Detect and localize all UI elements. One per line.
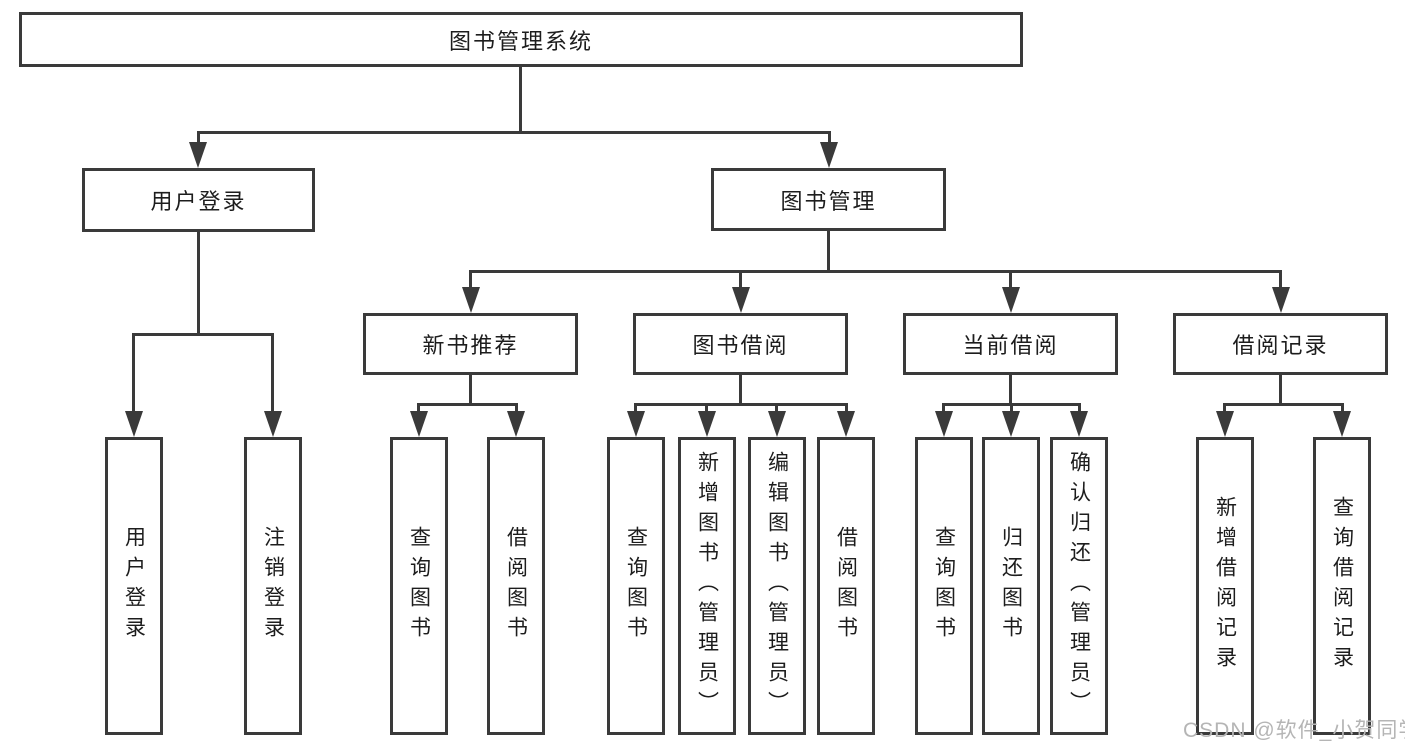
connector-line — [469, 270, 472, 289]
leaf-borrow-add-admin-label: 新增图书（管理员） — [695, 451, 719, 721]
connector-line — [828, 131, 831, 147]
leaf-borrow-book-label: 借阅图书 — [834, 526, 858, 646]
leaf-current-confirm-admin-label: 确认归还（管理员） — [1067, 451, 1091, 721]
connector-line — [705, 403, 708, 415]
connector-line — [197, 131, 200, 147]
arrow-down-icon — [1002, 411, 1020, 437]
node-book-management: 图书管理 — [711, 168, 946, 231]
connector-line — [1223, 403, 1226, 415]
connector-line — [942, 403, 945, 415]
connector-line — [1009, 270, 1012, 289]
connector-line — [1341, 403, 1344, 415]
arrow-down-icon — [1272, 287, 1290, 313]
connector-line — [845, 403, 848, 415]
node-book-management-label: 图书管理 — [780, 188, 877, 214]
leaf-borrow-book: 借阅图书 — [817, 437, 875, 735]
connector-line — [739, 375, 742, 406]
leaf-newbook-query: 查询图书 — [390, 437, 448, 735]
arrow-down-icon — [189, 142, 207, 168]
leaf-user-login: 用户登录 — [105, 437, 163, 735]
connector-line — [469, 270, 1282, 273]
node-borrow-records: 借阅记录 — [1173, 313, 1388, 375]
leaf-borrow-query: 查询图书 — [607, 437, 665, 735]
leaf-current-return: 归还图书 — [982, 437, 1040, 735]
leaf-borrow-add-admin: 新增图书（管理员） — [678, 437, 736, 735]
arrow-down-icon — [698, 411, 716, 437]
connector-line — [132, 333, 135, 413]
arrow-down-icon — [1333, 411, 1351, 437]
leaf-newbook-borrow: 借阅图书 — [487, 437, 545, 735]
node-book-borrow: 图书借阅 — [633, 313, 848, 375]
connector-line — [519, 67, 522, 133]
connector-line — [1279, 375, 1282, 406]
connector-line — [1010, 403, 1013, 415]
connector-line — [197, 232, 200, 336]
node-root-label: 图书管理系统 — [448, 28, 593, 54]
leaf-newbook-borrow-label: 借阅图书 — [504, 526, 528, 646]
arrow-down-icon — [507, 411, 525, 437]
leaf-current-query: 查询图书 — [915, 437, 973, 735]
node-root: 图书管理系统 — [19, 12, 1023, 67]
connector-line — [634, 403, 848, 406]
connector-line — [417, 403, 518, 406]
leaf-record-add: 新增借阅记录 — [1196, 437, 1254, 735]
node-current-borrow: 当前借阅 — [903, 313, 1118, 375]
leaf-borrow-edit-admin-label: 编辑图书（管理员） — [765, 451, 789, 721]
connector-line — [827, 231, 830, 273]
csdn-watermark: CSDN @软件_小贺同学 — [1183, 719, 1405, 742]
node-new-book-recommend: 新书推荐 — [363, 313, 578, 375]
arrow-down-icon — [1216, 411, 1234, 437]
arrow-down-icon — [264, 411, 282, 437]
connector-line — [197, 131, 831, 134]
leaf-borrow-query-label: 查询图书 — [624, 526, 648, 646]
arrow-down-icon — [627, 411, 645, 437]
leaf-record-add-label: 新增借阅记录 — [1213, 496, 1237, 676]
leaf-newbook-query-label: 查询图书 — [407, 526, 431, 646]
leaf-current-confirm-admin: 确认归还（管理员） — [1050, 437, 1108, 735]
leaf-logout: 注销登录 — [244, 437, 302, 735]
arrow-down-icon — [820, 142, 838, 168]
connector-line — [739, 270, 742, 289]
arrow-down-icon — [1002, 287, 1020, 313]
arrow-down-icon — [462, 287, 480, 313]
connector-line — [271, 333, 274, 413]
node-current-borrow-label: 当前借阅 — [962, 333, 1059, 358]
node-user-login: 用户登录 — [82, 168, 315, 232]
connector-line — [515, 403, 518, 415]
leaf-current-query-label: 查询图书 — [932, 526, 956, 646]
connector-line — [1223, 403, 1344, 406]
arrow-down-icon — [410, 411, 428, 437]
connector-line — [417, 403, 420, 415]
arrow-down-icon — [768, 411, 786, 437]
connector-line — [1078, 403, 1081, 415]
leaf-user-login-label: 用户登录 — [122, 526, 146, 646]
node-borrow-records-label: 借阅记录 — [1232, 333, 1329, 358]
arrow-down-icon — [732, 287, 750, 313]
node-book-borrow-label: 图书借阅 — [692, 333, 789, 358]
leaf-borrow-edit-admin: 编辑图书（管理员） — [748, 437, 806, 735]
arrow-down-icon — [935, 411, 953, 437]
arrow-down-icon — [837, 411, 855, 437]
connector-line — [775, 403, 778, 415]
connector-line — [1009, 375, 1012, 406]
leaf-record-query: 查询借阅记录 — [1313, 437, 1371, 735]
leaf-current-return-label: 归还图书 — [999, 526, 1023, 646]
connector-line — [469, 375, 472, 406]
arrow-down-icon — [1070, 411, 1088, 437]
connector-line — [1279, 270, 1282, 289]
leaf-record-query-label: 查询借阅记录 — [1330, 496, 1354, 676]
node-new-book-recommend-label: 新书推荐 — [422, 333, 519, 358]
leaf-logout-label: 注销登录 — [261, 526, 285, 646]
connector-line — [132, 333, 274, 336]
node-user-login-label: 用户登录 — [150, 189, 247, 214]
connector-line — [634, 403, 637, 415]
arrow-down-icon — [125, 411, 143, 437]
